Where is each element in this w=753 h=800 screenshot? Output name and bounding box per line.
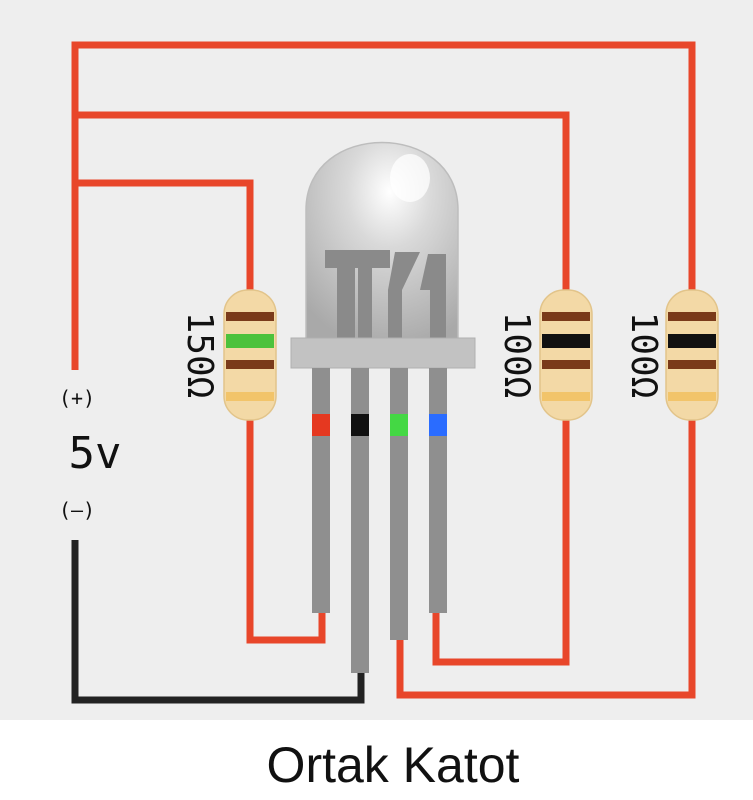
resistor-label-100-b: 100Ω: [623, 312, 664, 399]
resistor-band: [226, 392, 274, 401]
wire-supply-to-red-resistor: [75, 179, 254, 300]
resistor-body: [223, 289, 277, 421]
resistor-band: [226, 334, 274, 348]
caption-background: [0, 720, 753, 800]
resistor-body: [539, 289, 593, 421]
resistor-green-channel: [539, 289, 593, 421]
led-internal-electrodes: [325, 250, 446, 340]
resistor-band: [542, 312, 590, 321]
resistor-red-channel: [223, 289, 277, 421]
pin-common-cathode: [351, 368, 369, 673]
resistors: [223, 289, 719, 421]
resistor-band: [668, 312, 716, 321]
resistor-label-100-a: 100Ω: [496, 312, 537, 399]
resistor-band: [542, 360, 590, 369]
resistor-band: [226, 360, 274, 369]
wire-green-resistor-to-blue-pin: [432, 410, 570, 666]
negative-terminal-label: (–): [59, 498, 95, 522]
led-rim: [290, 337, 476, 369]
pin-color-marker: [429, 414, 447, 436]
resistor-band: [668, 334, 716, 348]
resistor-bands: [668, 312, 716, 401]
resistor-band: [668, 392, 716, 401]
resistor-bands: [226, 312, 274, 401]
pin-red: [312, 368, 330, 613]
resistor-band: [542, 392, 590, 401]
resistor-label-150: 150Ω: [179, 312, 220, 399]
pin-color-marker: [312, 414, 330, 436]
pin-blue: [429, 368, 447, 613]
pin-color-marker: [351, 414, 369, 436]
resistor-band: [226, 312, 274, 321]
ground-wire: [71, 540, 365, 704]
resistor-blue-channel: [665, 289, 719, 421]
rgb-led: [290, 141, 476, 673]
resistor-band: [542, 334, 590, 348]
diagram-caption: Ortak Katot: [267, 737, 520, 793]
resistor-band: [668, 360, 716, 369]
positive-wires: [71, 41, 696, 699]
wire-supply-to-blue-resistor: [71, 41, 696, 370]
pin-green: [390, 368, 408, 640]
wire-supply-to-green-resistor: [75, 111, 570, 300]
wire-red-resistor-to-red-pin: [246, 410, 326, 644]
led-highlight: [390, 154, 430, 202]
pin-color-marker: [390, 414, 408, 436]
resistor-bands: [542, 312, 590, 401]
resistor-body: [665, 289, 719, 421]
pin-color-markers: [312, 414, 447, 436]
positive-terminal-label: (+): [59, 386, 95, 410]
voltage-label: 5v: [69, 428, 122, 479]
wire-blue-resistor-to-green-pin: [396, 410, 696, 699]
